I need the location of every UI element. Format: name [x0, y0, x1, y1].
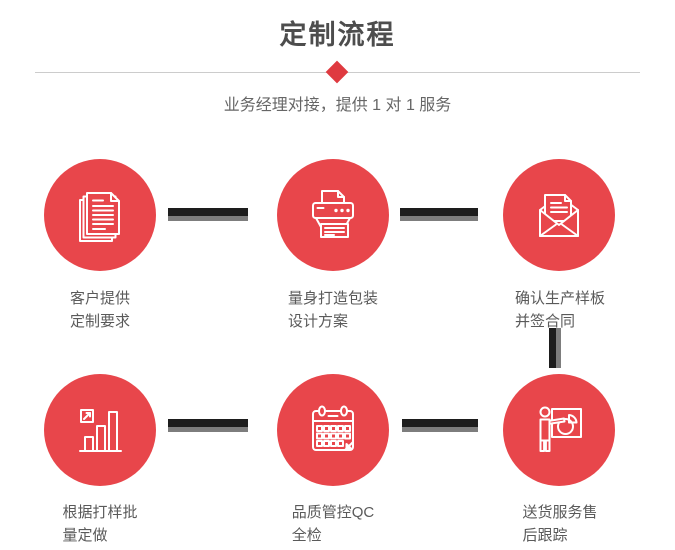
step-label-customer-requirements: 客户提供 定制要求 [20, 287, 180, 333]
step-circle-packaging-design [277, 159, 389, 271]
label-line: 并签合同 [514, 313, 575, 330]
page-title: 定制流程 [279, 20, 396, 50]
label-line: 客户提供 [69, 290, 130, 307]
step-circle-batch-production [44, 374, 156, 486]
page-subtitle: 业务经理对接，提供 1 对 1 服务 [223, 97, 452, 114]
step-label-delivery-tracking: 送货服务售 后跟踪 [480, 501, 640, 547]
diamond-marker [325, 60, 349, 84]
step-label-batch-production: 根据打样批 量定做 [20, 501, 180, 547]
step-circle-sample-contract [503, 159, 615, 271]
label-line: 设计方案 [287, 313, 348, 330]
label-line: 根据打样批 [62, 504, 138, 521]
open-envelope-letter-icon [539, 194, 579, 237]
connector-step2-step3 [400, 208, 478, 221]
step-label-sample-contract: 确认生产样板 并签合同 [480, 287, 640, 333]
connector-step5-step6 [402, 419, 478, 432]
step-label-packaging-design: 量身打造包装 设计方案 [253, 287, 413, 333]
bar-chart-growth-icon [79, 409, 122, 452]
connector-step3-step6 [549, 328, 561, 368]
label-line: 品质管控QC [291, 504, 375, 521]
step-circle-delivery-tracking [503, 374, 615, 486]
step-circle-customer-requirements [44, 159, 156, 271]
step-label-qc-inspection: 品质管控QC 全检 [253, 501, 413, 547]
label-line: 量定做 [62, 527, 108, 544]
step-circle-qc-inspection [277, 374, 389, 486]
label-line: 量身打造包装 [287, 290, 378, 307]
documents-stack-icon [79, 192, 120, 242]
label-line: 确认生产样板 [514, 290, 605, 307]
label-line: 全检 [291, 527, 322, 544]
label-line: 送货服务售 [522, 504, 598, 521]
calendar-icon [312, 405, 354, 451]
presentation-pie-icon [539, 406, 582, 452]
connector-step1-step2 [168, 208, 248, 221]
label-line: 后跟踪 [522, 527, 568, 544]
label-line: 定制要求 [69, 313, 130, 330]
connector-step4-step5 [168, 419, 248, 432]
printer-icon [312, 190, 354, 238]
